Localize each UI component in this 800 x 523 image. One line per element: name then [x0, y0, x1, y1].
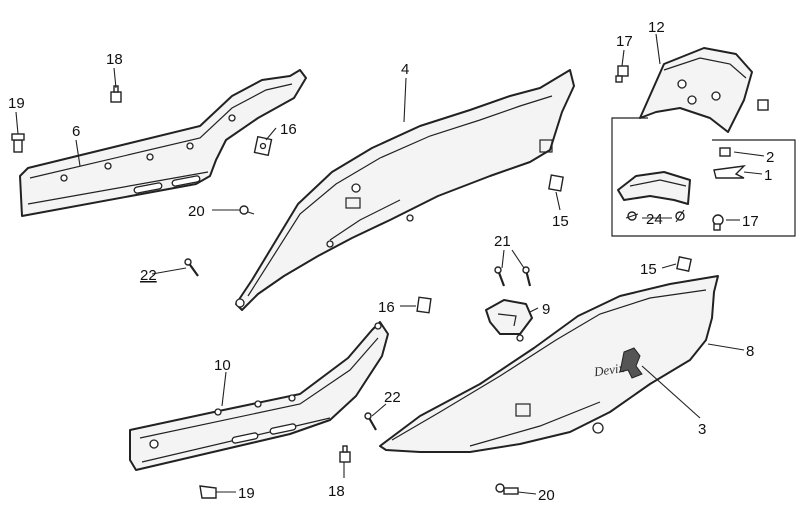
callout-8: 8 — [746, 343, 754, 360]
callout-16b: 16 — [378, 299, 395, 316]
inset-frame — [611, 117, 796, 237]
callout-22: 22 — [140, 267, 157, 284]
part-6-upper-rail — [19, 69, 307, 217]
callout-12: 12 — [648, 19, 665, 36]
hardware-19-top — [11, 133, 25, 153]
callout-17: 17 — [616, 33, 633, 50]
callout-4: 4 — [401, 61, 409, 78]
part-24-lens — [617, 171, 691, 205]
callout-1: 1 — [764, 167, 772, 184]
hardware-20-bottom — [495, 483, 519, 495]
hardware-24-screws — [625, 209, 685, 223]
callout-18b: 18 — [328, 483, 345, 500]
hardware-17-top — [615, 65, 629, 83]
callout-10: 10 — [214, 357, 231, 374]
part-9-bracket — [485, 299, 533, 335]
part-4-side-cover — [235, 69, 575, 311]
callout-18: 18 — [106, 51, 123, 68]
hardware-15-bottom — [676, 256, 692, 272]
hardware-21 — [494, 266, 532, 287]
callout-15: 15 — [552, 213, 569, 230]
part-12-cap — [639, 47, 769, 133]
callout-22b: 22 — [384, 389, 401, 406]
hardware-17-bottom — [712, 214, 724, 231]
hardware-19-bottom — [199, 485, 217, 499]
hardware-15-top — [548, 174, 564, 192]
hardware-20-top — [239, 205, 255, 215]
hardware-22-top — [184, 258, 199, 277]
hardware-18-top — [110, 85, 122, 103]
hardware-1 — [713, 165, 746, 179]
part-8-side-cover — [379, 275, 719, 453]
callout-6: 6 — [72, 123, 80, 140]
devix-emblem-icon — [619, 347, 643, 379]
hardware-16-top — [253, 135, 273, 157]
callout-24: 24 — [646, 211, 663, 228]
part-10-lower-rail — [129, 321, 389, 471]
leader-lines — [15, 33, 765, 495]
callout-20: 20 — [188, 203, 205, 220]
callout-2: 2 — [766, 149, 774, 166]
callout-16: 16 — [280, 121, 297, 138]
callout-17b: 17 — [742, 213, 759, 230]
hardware-18-bottom — [339, 445, 351, 463]
callout-19: 19 — [8, 95, 25, 112]
callout-15b: 15 — [640, 261, 657, 278]
callout-20b: 20 — [538, 487, 555, 504]
callout-9: 9 — [542, 301, 550, 318]
callout-19b: 19 — [238, 485, 255, 502]
hardware-16-bottom — [416, 296, 432, 314]
hardware-22-bottom — [364, 412, 377, 431]
callout-21: 21 — [494, 233, 511, 250]
devix-logo-text: Devix — [592, 360, 625, 379]
hardware-2 — [719, 147, 731, 157]
callout-3: 3 — [698, 421, 706, 438]
